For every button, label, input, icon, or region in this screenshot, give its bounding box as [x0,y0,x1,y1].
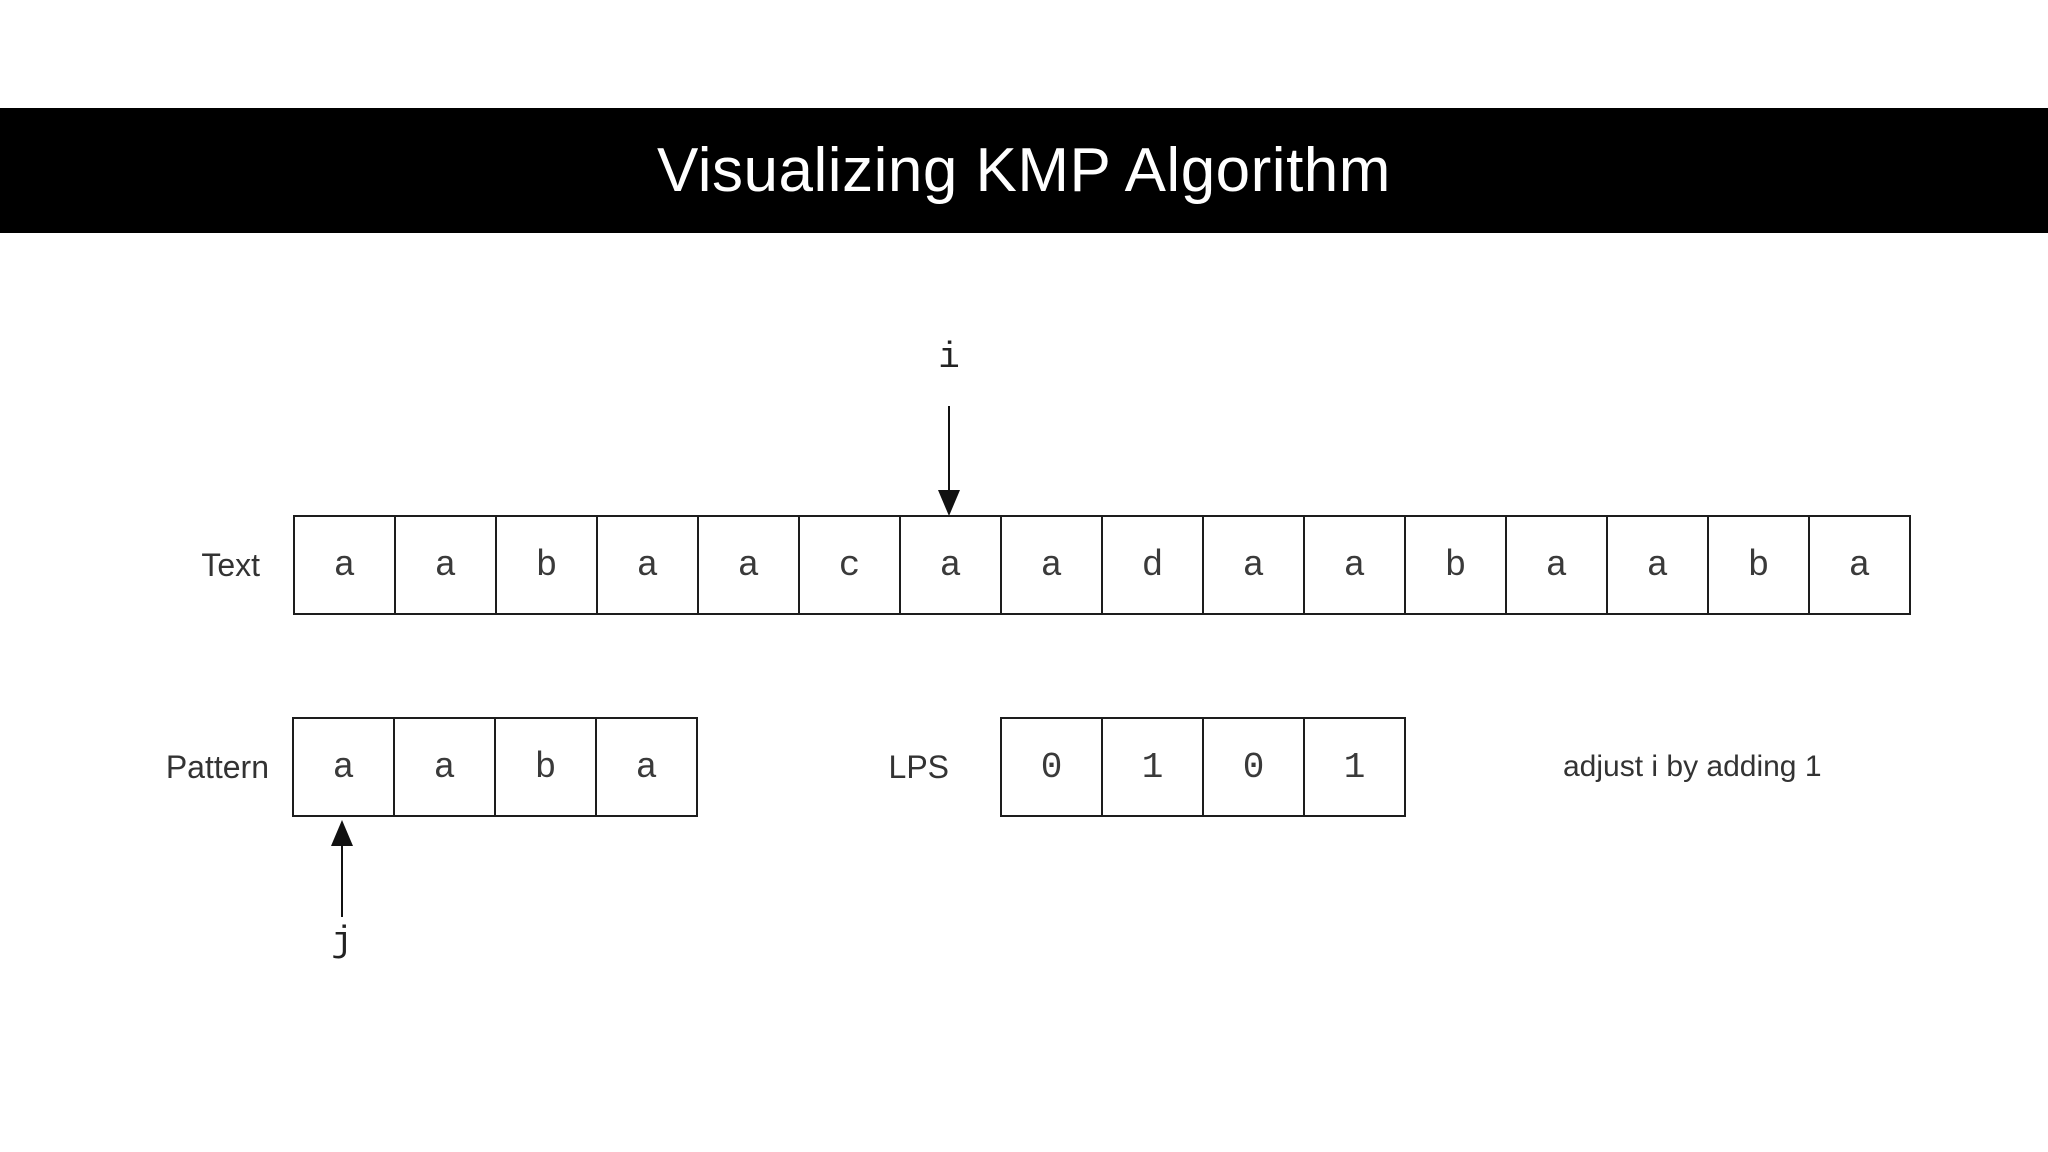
lps-row-label: LPS [888,749,949,785]
step-annotation: adjust i by adding 1 [1563,750,1822,783]
pattern-cell: a [595,717,698,817]
pointer-i-shaft [948,406,950,490]
text-cell: a [1606,515,1709,615]
pointer-i-label: i [938,337,960,378]
arrow-down-icon [938,490,960,516]
pattern-cell: a [292,717,395,817]
lps-cell: 0 [1000,717,1103,817]
text-cell: b [1707,515,1810,615]
arrow-up-icon [331,820,353,846]
text-cell: a [899,515,1002,615]
text-cell: a [293,515,396,615]
text-cell: a [1000,515,1103,615]
lps-cell: 0 [1202,717,1305,817]
text-cell: a [1505,515,1608,615]
pattern-cell: b [494,717,597,817]
pointer-j-label: j [331,921,353,962]
text-cell: a [1808,515,1911,615]
pattern-cell: a [393,717,496,817]
text-cell: a [1303,515,1406,615]
text-cell: a [1202,515,1305,615]
pattern-row-label: Pattern [165,749,269,785]
text-cell: a [394,515,497,615]
text-cell: b [495,515,598,615]
text-cell: a [596,515,699,615]
title-banner: Visualizing KMP Algorithm [0,108,2048,233]
text-cell: d [1101,515,1204,615]
text-row-label: Text [201,547,260,583]
text-cell: a [697,515,800,615]
lps-cell: 1 [1303,717,1406,817]
page-title: Visualizing KMP Algorithm [657,136,1391,205]
text-cell: c [798,515,901,615]
text-cell: b [1404,515,1507,615]
pointer-j-shaft [341,844,343,917]
lps-cell: 1 [1101,717,1204,817]
